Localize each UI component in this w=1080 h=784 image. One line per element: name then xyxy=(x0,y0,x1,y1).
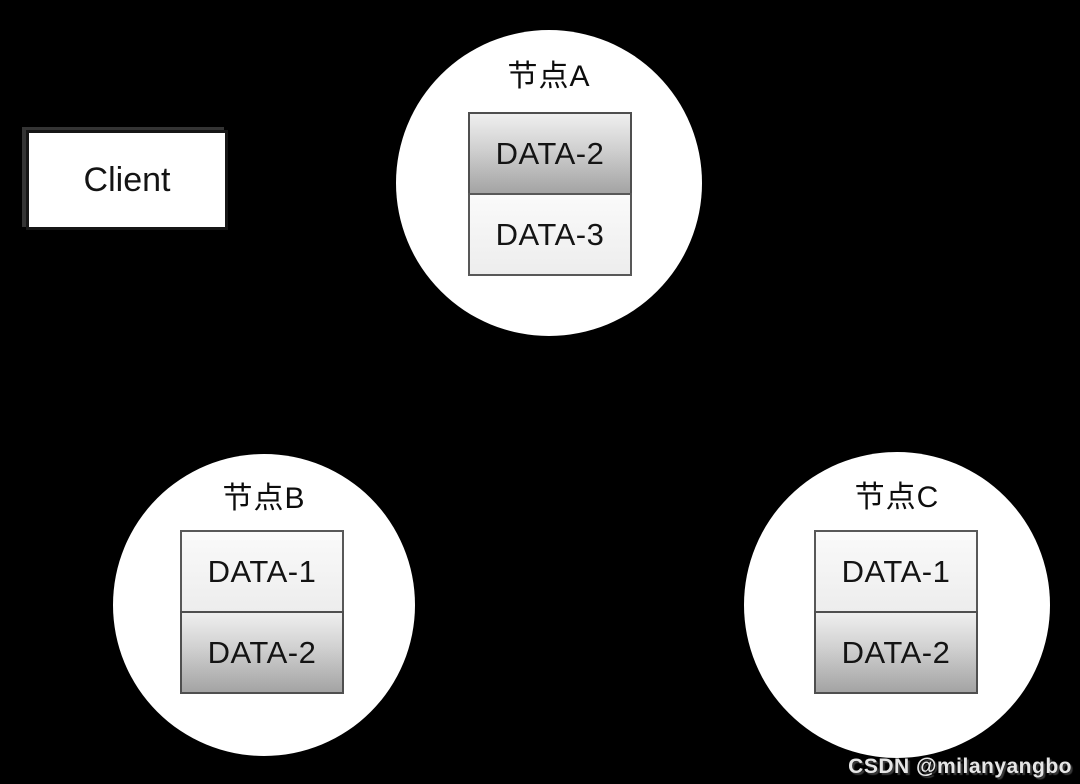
node-b-data-1-box: DATA-1 xyxy=(180,530,344,613)
data-label: DATA-3 xyxy=(495,216,605,252)
node-c-data-1-box: DATA-1 xyxy=(814,530,978,613)
data-label: DATA-2 xyxy=(841,634,951,670)
node-b-data-stack: DATA-1 DATA-2 xyxy=(180,530,344,694)
data-label: DATA-1 xyxy=(207,553,317,589)
node-a-data-2-box: DATA-2 xyxy=(468,112,632,195)
node-c-title: 节点C xyxy=(854,481,940,514)
node-a-data-3-box: DATA-3 xyxy=(468,193,632,276)
client-label: Client xyxy=(83,160,171,199)
node-a-data-stack: DATA-2 DATA-3 xyxy=(468,112,632,276)
node-c-circle: 节点C DATA-1 DATA-2 xyxy=(744,452,1050,758)
client-box: Client xyxy=(26,130,228,230)
node-b-title: 节点B xyxy=(222,482,306,515)
node-c-data-stack: DATA-1 DATA-2 xyxy=(814,530,978,694)
data-label: DATA-2 xyxy=(207,634,317,670)
node-b-circle: 节点B DATA-1 DATA-2 xyxy=(113,454,415,756)
data-label: DATA-2 xyxy=(495,135,605,171)
node-c-data-2-box: DATA-2 xyxy=(814,611,978,694)
node-a-circle: 节点A DATA-2 DATA-3 xyxy=(396,30,702,336)
data-label: DATA-1 xyxy=(841,553,951,589)
node-b-data-2-box: DATA-2 xyxy=(180,611,344,694)
node-a-title: 节点A xyxy=(507,60,591,93)
watermark: CSDN @milanyangbo xyxy=(848,755,1072,778)
